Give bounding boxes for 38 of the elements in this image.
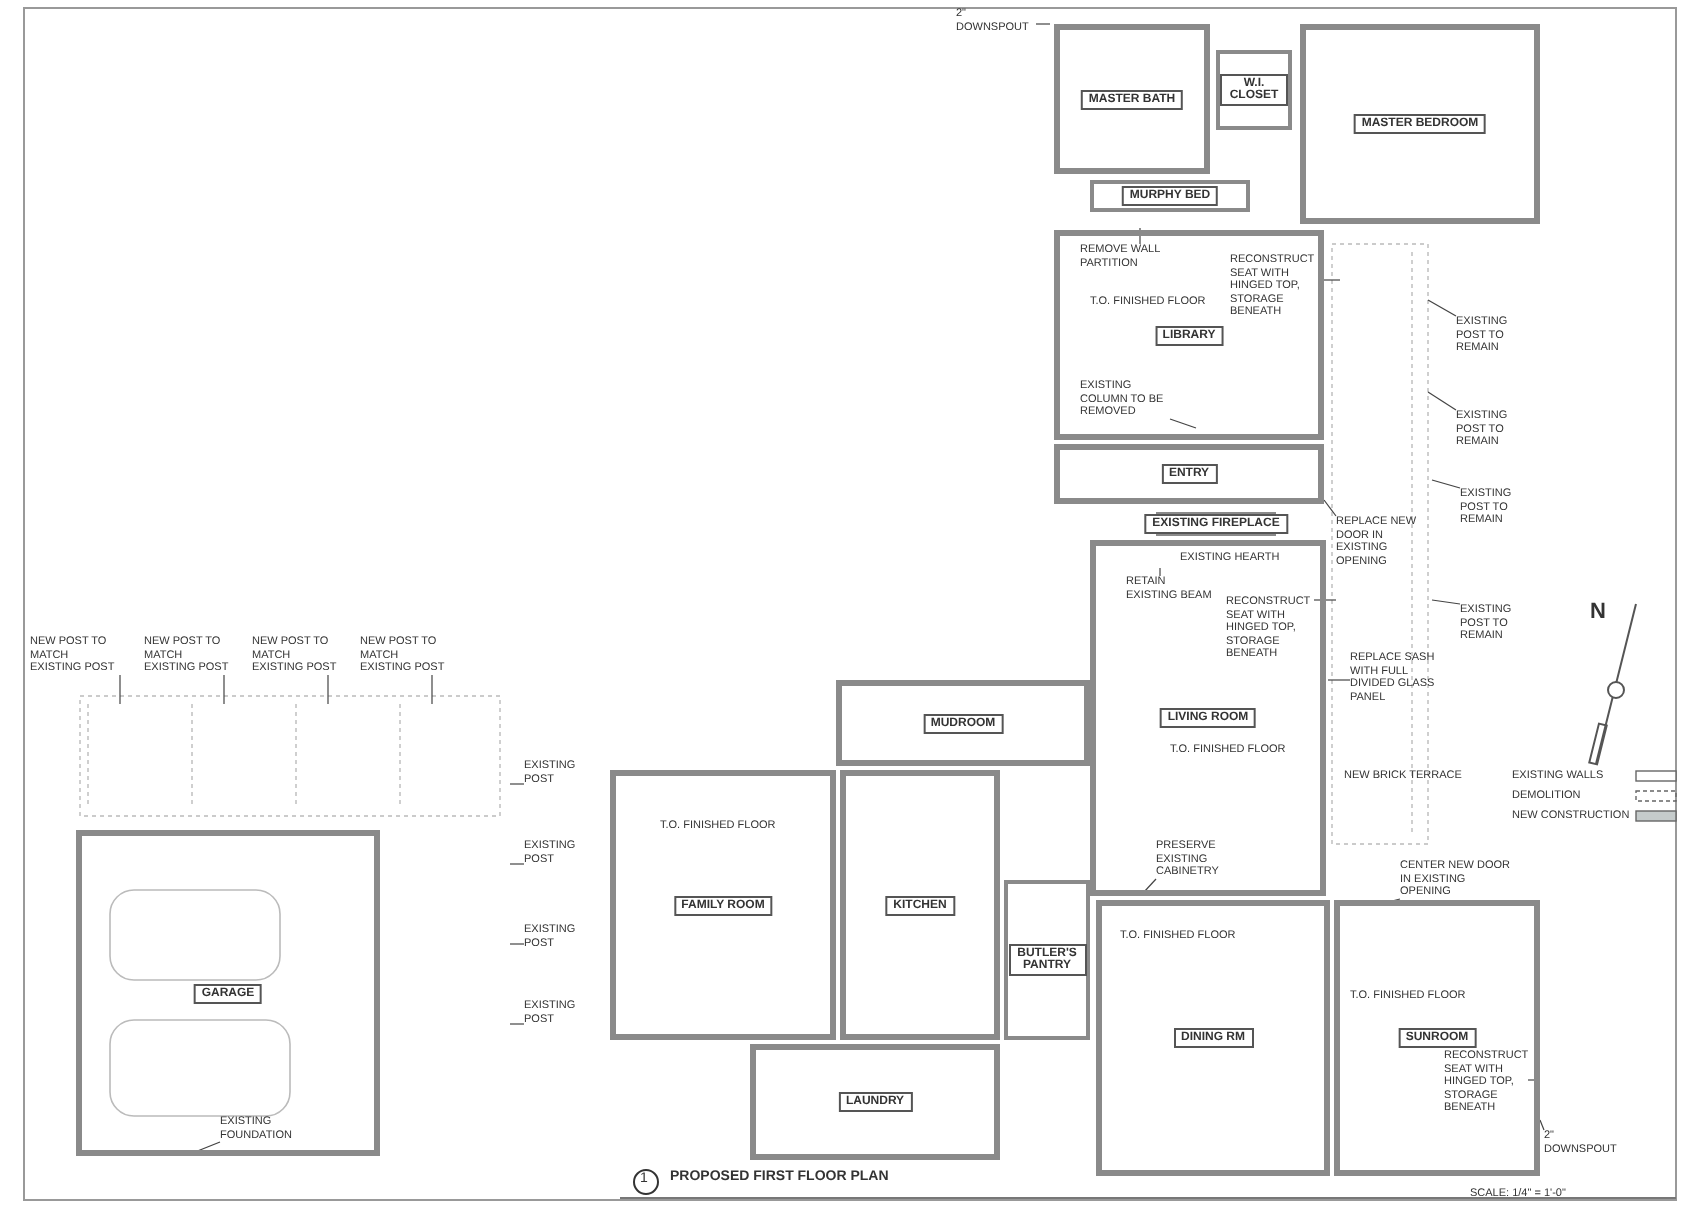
room-outline [1090,180,1250,212]
leader-line [1427,391,1457,411]
room-outline [1334,900,1540,1176]
leader-line [1143,878,1157,893]
leader-line [223,674,225,705]
room-outline [610,770,836,1040]
room-outline [1216,50,1292,130]
leader-line [431,674,433,705]
leader-line [1169,418,1197,429]
room-outline [1054,24,1210,174]
leader-line [1427,299,1457,317]
leader-line [509,783,525,785]
leader-line [119,674,121,705]
leader-line [1035,23,1051,25]
room-outline [1054,230,1324,440]
room-outline [1300,24,1540,224]
room-outline [750,1044,1000,1160]
room-outline [1096,900,1330,1176]
room-outline [1090,540,1326,896]
leader-line [1431,599,1461,605]
leader-line [1159,567,1161,577]
room-outline [1054,444,1324,504]
room-outline [1004,880,1090,1040]
leader-line [1327,679,1351,681]
leader-line [1313,599,1337,601]
leader-line [509,863,525,865]
room-outline [836,680,1090,766]
leader-line [1431,479,1461,489]
room-outline [76,830,380,1156]
leader-line [1323,499,1337,517]
leader-line [1539,1119,1545,1131]
north-letter: N [1590,600,1606,624]
leader-line [509,1023,525,1025]
leader-line [509,943,525,945]
room-outline [840,770,1000,1040]
leader-line [1139,227,1141,245]
leader-line [327,674,329,705]
leader-line [1527,1079,1537,1081]
